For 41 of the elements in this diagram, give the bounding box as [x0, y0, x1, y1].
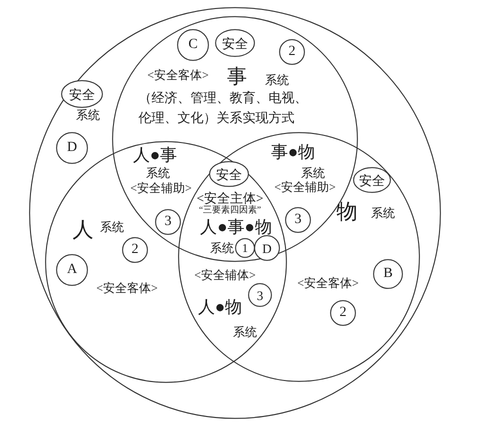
region-title: 人●事●物 [200, 218, 272, 236]
number-circle: 3 [155, 209, 181, 235]
system-name: 事 [227, 67, 247, 87]
slogan-text: “三要素四因素” [199, 206, 261, 214]
region-title: 人●物 [198, 298, 242, 316]
region-title: 事●物 [270, 144, 316, 160]
role-label: <安全主体> [196, 192, 264, 204]
outer-circle [29, 7, 441, 419]
letter-circle: D [56, 132, 88, 164]
system-label: 系统 [301, 167, 325, 179]
oval-tag: 安全 [209, 161, 249, 187]
number-circle: 2 [279, 39, 305, 65]
oval-tag: 安全 [215, 29, 255, 57]
role-label: <安全辅助> [274, 181, 336, 193]
system-label: 系统 [76, 109, 100, 121]
number-circle: 3 [285, 207, 311, 233]
role-label: <安全辅助> [130, 182, 192, 194]
region-title: 人●事 [132, 146, 178, 164]
letter-circle: C [177, 29, 209, 61]
venn-circle [112, 16, 358, 262]
oval-tag: 安全 [353, 167, 391, 193]
system-label: 系统 [265, 74, 289, 86]
number-circle: 1 [235, 238, 255, 258]
system-label: 系统 [371, 207, 395, 219]
role-label: <安全辅体> [194, 269, 256, 281]
system-label: 系统 [100, 221, 124, 233]
system-label: 系统 [233, 326, 257, 338]
role-label: <安全客体> [147, 69, 209, 81]
letter-circle: A [56, 254, 88, 286]
role-label: <安全客体> [297, 277, 359, 289]
system-label: 系统 [210, 242, 234, 254]
number-circle: 2 [122, 237, 148, 263]
number-circle: 3 [248, 283, 272, 307]
system-name: 人 [72, 220, 94, 240]
role-label: <安全客体> [96, 282, 158, 294]
number-circle: 2 [330, 300, 356, 326]
letter-circle: D [254, 235, 280, 261]
system-name: 物 [336, 202, 358, 222]
letter-circle: B [373, 259, 403, 289]
description-text: （经济、管理、教育、电视、伦理、文化）关系实现方式 [138, 89, 309, 126]
system-label: 系统 [146, 167, 170, 179]
